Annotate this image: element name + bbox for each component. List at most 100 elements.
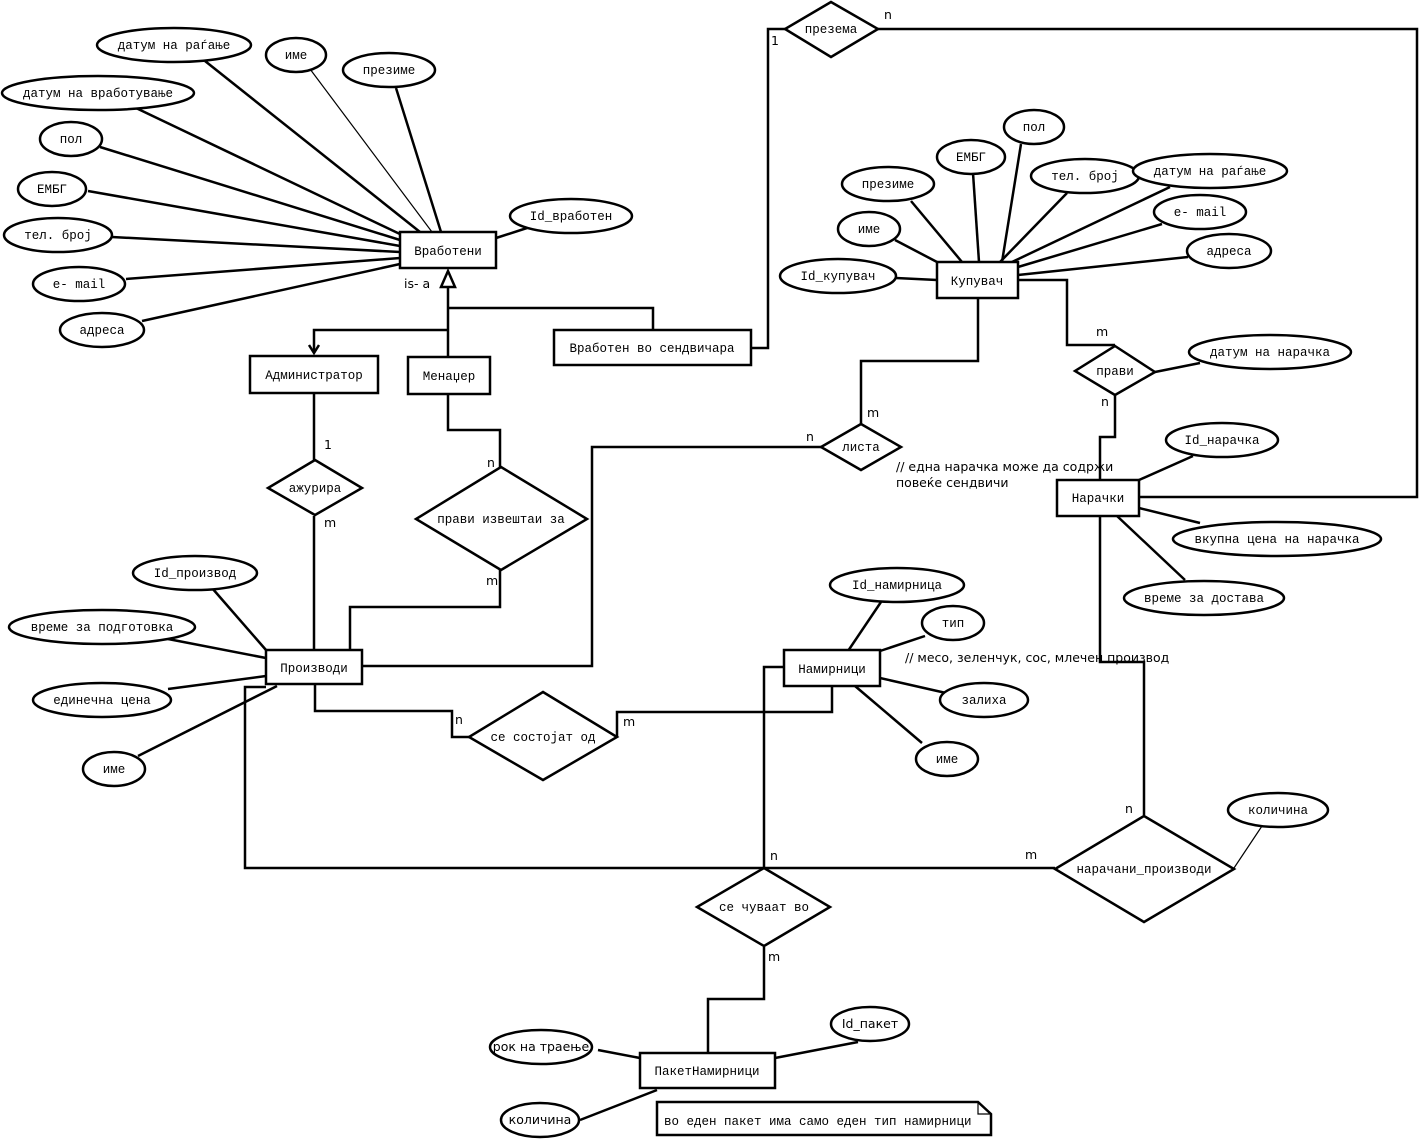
attribute-kolicina[interactable]: количина bbox=[1226, 791, 1330, 829]
attribute-label: количина bbox=[509, 1112, 572, 1127]
connector-line bbox=[1011, 185, 1171, 264]
entity-vraboten-sendvicara[interactable]: Вработен во сендвичара bbox=[552, 328, 753, 367]
attribute-label: име bbox=[936, 753, 959, 767]
attribute-label: име bbox=[858, 223, 881, 237]
attribute-label: количина bbox=[1248, 804, 1309, 818]
attribute-label: датум на раѓање bbox=[1154, 165, 1267, 179]
attribute-id-namirnica[interactable]: Id_намирница bbox=[828, 566, 966, 604]
connectors bbox=[87, 27, 1419, 1122]
relationship-label: презема bbox=[805, 23, 858, 37]
attribute-vkupna-cena[interactable]: вкупна цена на нарачка bbox=[1171, 520, 1383, 558]
connector-line bbox=[999, 192, 1068, 263]
attribute-datum-vrabotuvanje[interactable]: датум на вработување bbox=[0, 74, 196, 112]
cardinality: m bbox=[867, 405, 879, 420]
attribute-label: единечна цена bbox=[53, 694, 151, 708]
relationship-azurira[interactable]: ажурира bbox=[265, 458, 365, 517]
connector-line bbox=[1017, 222, 1163, 269]
relationship-se-sostojat[interactable]: се состојат од bbox=[466, 690, 620, 782]
attribute-vreme-podgotovka[interactable]: време за подготовка bbox=[7, 608, 197, 646]
relationship-pravi-izvestai[interactable]: прави извештаи за bbox=[413, 465, 590, 572]
connector-line bbox=[971, 172, 981, 263]
connector-line bbox=[774, 1040, 859, 1060]
attribute-label: e- mail bbox=[1174, 206, 1227, 220]
attribute-embg[interactable]: ЕМБГ bbox=[935, 138, 1007, 176]
attribute-label: тел. број bbox=[24, 229, 92, 243]
entity-label: Купувач bbox=[951, 275, 1004, 289]
attribute-edinecna-cena[interactable]: единечна цена bbox=[31, 681, 173, 719]
attribute-ime[interactable]: име bbox=[914, 740, 980, 778]
relationship-lista[interactable]: листа bbox=[818, 422, 904, 472]
entity-namirnici[interactable]: Намирници bbox=[782, 648, 882, 688]
relationship-se-cuvaat[interactable]: се чуваат во bbox=[694, 866, 833, 948]
attribute-zaliha[interactable]: залиха bbox=[938, 681, 1030, 719]
cardinality: m bbox=[486, 573, 498, 588]
entity-kupuvach[interactable]: Купувач bbox=[935, 260, 1020, 300]
attribute-label: e- mail bbox=[53, 278, 106, 292]
attribute-id-paket[interactable]: Id_пакет bbox=[829, 1005, 911, 1043]
connector-line bbox=[135, 106, 403, 237]
attribute-email[interactable]: e- mail bbox=[31, 265, 127, 303]
attribute-datum-ragjanje[interactable]: датум на раѓање bbox=[95, 26, 253, 64]
attribute-email[interactable]: e- mail bbox=[1152, 193, 1248, 231]
isa-label: is- a bbox=[404, 276, 430, 291]
entity-menadzer[interactable]: Менаџер bbox=[406, 355, 492, 396]
attribute-id-naracka[interactable]: Id_нарачка bbox=[1164, 421, 1280, 459]
entity-proizvodi[interactable]: Производи bbox=[264, 648, 364, 686]
attribute-id-proizvod[interactable]: Id_производ bbox=[131, 554, 259, 592]
connector-line bbox=[167, 637, 267, 660]
relationship-label: се чуваат во bbox=[719, 901, 809, 915]
connector-line bbox=[125, 256, 401, 281]
entity-administrator[interactable]: Администратор bbox=[248, 354, 380, 395]
connector-line bbox=[597, 1048, 641, 1060]
attribute-label: тип bbox=[942, 617, 965, 631]
relationship-label: прави bbox=[1096, 365, 1134, 379]
attribute-id-kupuvach[interactable]: Id_купувач bbox=[778, 257, 898, 295]
attribute-tip[interactable]: тип bbox=[920, 604, 986, 642]
attribute-datum-naracka[interactable]: датум на нарачка bbox=[1187, 333, 1353, 371]
attribute-tel[interactable]: тел. број bbox=[2, 216, 114, 254]
note-text: во еден пакет има само еден тип намирниц… bbox=[664, 1115, 972, 1129]
cardinality: m bbox=[1025, 847, 1037, 862]
relationship-label: прави извештаи за bbox=[437, 513, 565, 527]
attribute-prezime[interactable]: презиме bbox=[341, 51, 437, 89]
attribute-adresa[interactable]: адреса bbox=[1185, 232, 1273, 270]
isa-triangle-icon bbox=[439, 267, 457, 289]
connector-line bbox=[309, 68, 433, 233]
relationship-prezema[interactable]: презема bbox=[782, 0, 881, 59]
attribute-kolicina[interactable]: количина bbox=[499, 1101, 581, 1139]
connector-line bbox=[313, 684, 469, 739]
relationship-pravi[interactable]: прави bbox=[1072, 344, 1158, 397]
attribute-tel[interactable]: тел. број bbox=[1029, 157, 1141, 195]
attribute-label: датум на нарачка bbox=[1210, 346, 1331, 360]
entity-paket-namirnici[interactable]: ПакетНамирници bbox=[638, 1051, 777, 1090]
attribute-prezime[interactable]: презиме bbox=[840, 165, 936, 203]
connector-line bbox=[854, 685, 923, 744]
attribute-adresa[interactable]: адреса bbox=[58, 311, 146, 349]
connector-line bbox=[243, 685, 1055, 870]
attribute-ime[interactable]: име bbox=[264, 36, 328, 74]
attribute-label: име bbox=[285, 49, 308, 63]
attribute-id-vraboten[interactable]: Id_вработен bbox=[508, 197, 634, 235]
attribute-embg[interactable]: ЕМБГ bbox=[16, 170, 88, 208]
entity-label: Нарачки bbox=[1072, 492, 1125, 506]
entity-naracki[interactable]: Нарачки bbox=[1055, 478, 1141, 518]
attribute-label: Id_вработен bbox=[530, 210, 613, 224]
attribute-ime[interactable]: име bbox=[836, 210, 902, 248]
cardinality: m bbox=[623, 714, 635, 729]
attribute-label: Id_нарачка bbox=[1184, 434, 1260, 448]
attribute-label: Id_производ bbox=[154, 567, 237, 581]
connector-line bbox=[204, 60, 421, 233]
attribute-vreme-dostava[interactable]: време за достава bbox=[1122, 579, 1286, 617]
attribute-datum-ragjanje[interactable]: датум на раѓање bbox=[1131, 152, 1289, 190]
attribute-rok-traenje[interactable]: рок на траење bbox=[488, 1028, 594, 1066]
attribute-ime[interactable]: име bbox=[81, 750, 147, 788]
attribute-label: Id_пакет bbox=[842, 1016, 898, 1031]
connector-line bbox=[879, 634, 926, 653]
relationship-naracani-proizvodi[interactable]: нарачани_производи bbox=[1052, 814, 1237, 924]
connector-line bbox=[211, 587, 267, 651]
connector-line bbox=[1098, 516, 1146, 815]
attribute-pol[interactable]: пол bbox=[1002, 108, 1066, 146]
attribute-pol[interactable]: пол bbox=[38, 120, 104, 158]
entity-vraboteni[interactable]: Вработени bbox=[398, 230, 498, 270]
attribute-label: презиме bbox=[363, 64, 416, 78]
